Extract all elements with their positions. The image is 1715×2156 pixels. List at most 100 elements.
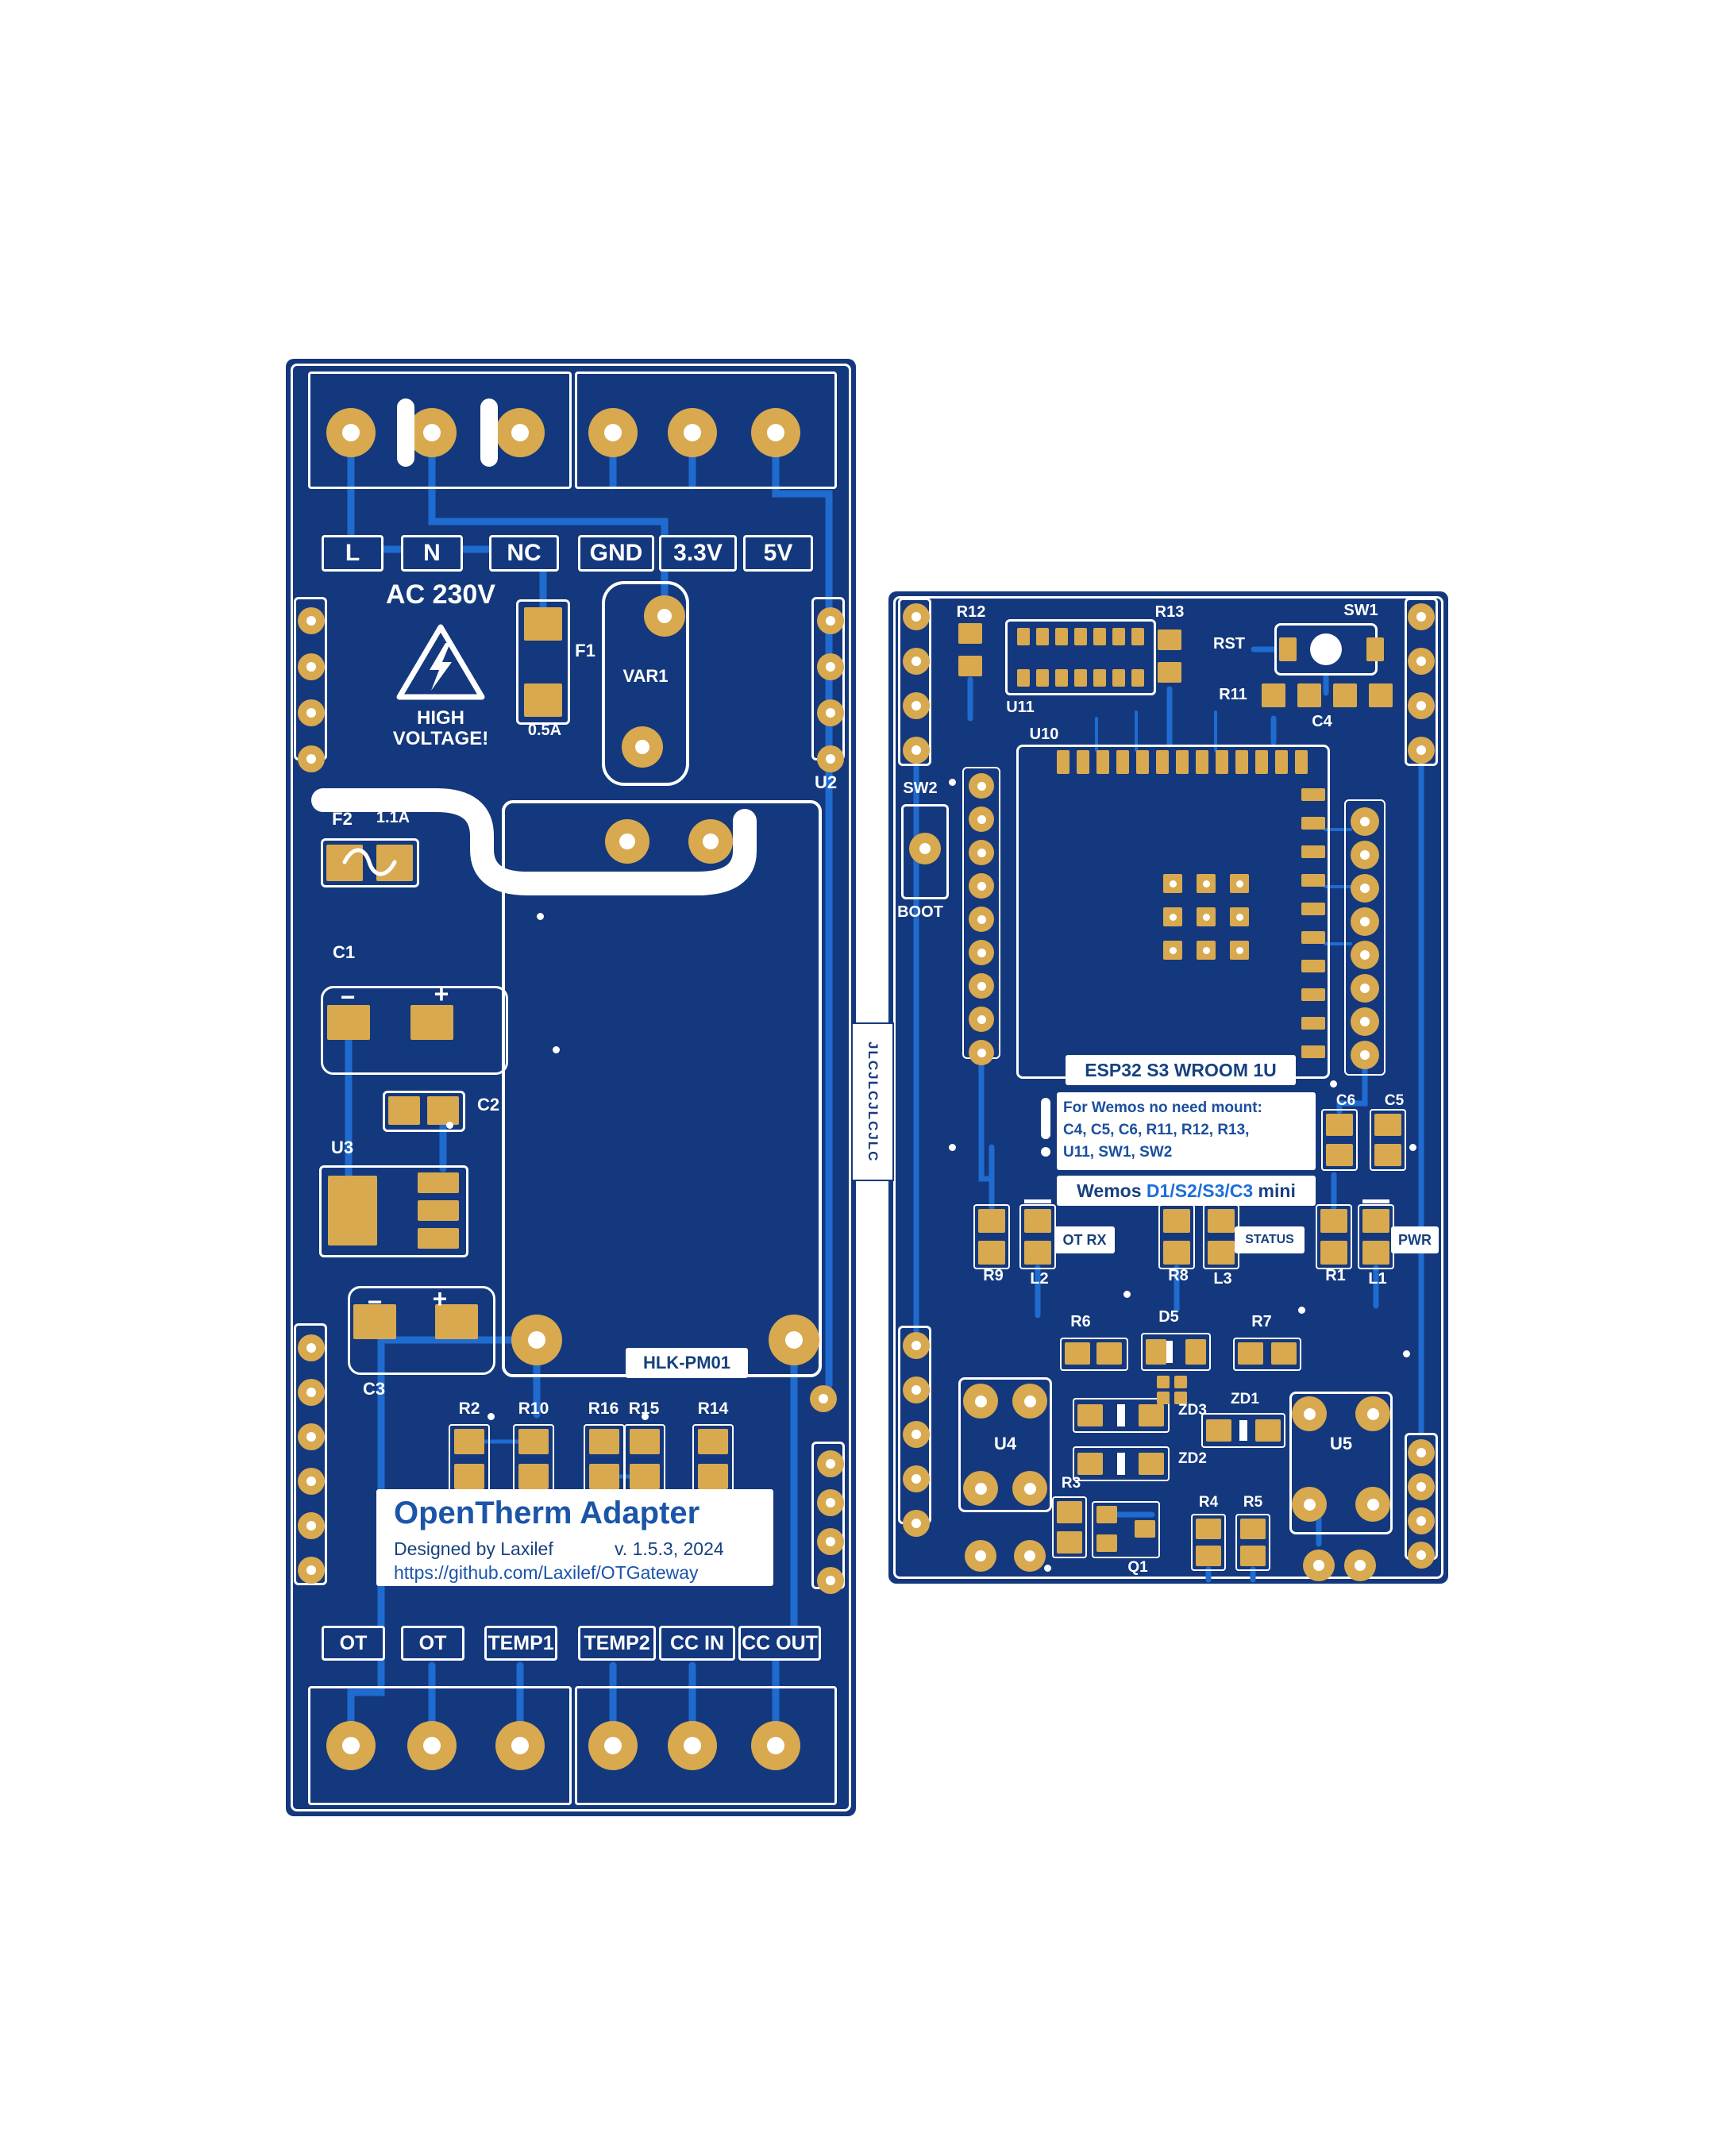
silkscreen-outline bbox=[308, 372, 572, 489]
smd-pad bbox=[1374, 1114, 1401, 1136]
smd-pad bbox=[427, 1096, 459, 1125]
smd-pad bbox=[1176, 750, 1189, 774]
via bbox=[949, 779, 956, 786]
through-hole-pad bbox=[969, 1040, 994, 1065]
smd-pad bbox=[524, 683, 562, 717]
through-hole-pad bbox=[407, 1721, 457, 1770]
ref-sw1: SW1 bbox=[1343, 602, 1378, 619]
through-hole-pad bbox=[298, 607, 325, 634]
rail-label-5v: 5V bbox=[743, 535, 813, 572]
led-label-text: OT RX bbox=[1062, 1231, 1107, 1248]
through-hole-pad bbox=[903, 648, 930, 675]
ref-r10: R10 bbox=[518, 1399, 549, 1418]
ac-voltage-label: AC 230V bbox=[386, 579, 495, 610]
hlk-module-label-text: HLK-PM01 bbox=[642, 1353, 730, 1373]
through-hole-pad bbox=[1408, 1542, 1435, 1569]
smd-pad bbox=[328, 1176, 377, 1245]
ref-r12: R12 bbox=[956, 603, 986, 621]
high-voltage-icon bbox=[396, 624, 485, 700]
boot-label: BOOT bbox=[897, 903, 943, 921]
smd-pad bbox=[1057, 1531, 1082, 1553]
ref-r16: R16 bbox=[588, 1399, 619, 1418]
mcu-board-pcb: R12 R13 RST SW1 R11 C4 U11 U10 SW2 BOOT … bbox=[888, 591, 1448, 1584]
rail-label-text: 3.3V bbox=[673, 540, 723, 566]
led-label-text: PWR bbox=[1398, 1231, 1432, 1248]
ref-d5: D5 bbox=[1158, 1308, 1179, 1326]
smd-pad bbox=[1255, 750, 1268, 774]
through-hole-pad bbox=[1012, 1471, 1047, 1506]
terminal-label-nc: NC bbox=[489, 535, 559, 572]
silkscreen-outline bbox=[1233, 1338, 1301, 1371]
silkscreen-outline bbox=[516, 599, 570, 725]
smd-pad bbox=[1139, 1404, 1164, 1426]
smd-pad bbox=[1096, 1342, 1122, 1365]
silkscreen-outline bbox=[602, 581, 689, 786]
smd-pad bbox=[1301, 903, 1325, 915]
silkscreen-outline bbox=[1073, 1398, 1170, 1433]
smd-pad bbox=[518, 1464, 549, 1489]
silkscreen-outline bbox=[348, 1286, 495, 1375]
note-line-1: For Wemos no need mount: bbox=[1063, 1099, 1262, 1116]
through-hole-pad bbox=[326, 1721, 376, 1770]
smd-pad bbox=[1174, 1392, 1187, 1404]
smd-pad bbox=[1240, 1519, 1266, 1539]
via bbox=[1236, 880, 1243, 887]
smd-pad bbox=[1112, 628, 1125, 645]
smd-pad bbox=[1017, 669, 1030, 687]
smd-pad bbox=[1057, 1501, 1082, 1523]
note-line-3: U11, SW1, SW2 bbox=[1063, 1144, 1173, 1161]
through-hole-pad bbox=[810, 1385, 837, 1412]
board-slot bbox=[480, 398, 498, 467]
smd-pad bbox=[1301, 874, 1325, 887]
smd-pad bbox=[1024, 1209, 1051, 1233]
smd-pad bbox=[1074, 628, 1087, 645]
ref-zd2: ZD2 bbox=[1178, 1450, 1207, 1467]
rail-label-text: 5V bbox=[763, 540, 793, 566]
silkscreen-outline bbox=[1052, 1496, 1087, 1558]
rst-label: RST bbox=[1213, 635, 1245, 653]
board-byline: Designed by Laxilef bbox=[394, 1538, 553, 1559]
through-hole-pad bbox=[751, 1721, 800, 1770]
f2-rating: 1.1A bbox=[376, 809, 410, 826]
smd-pad bbox=[1055, 669, 1068, 687]
terminal-label-ccout: CC OUT bbox=[738, 1626, 821, 1661]
silkscreen-outline bbox=[1073, 1446, 1170, 1481]
smd-pad bbox=[1135, 1520, 1155, 1538]
through-hole-pad bbox=[903, 1376, 930, 1403]
through-hole-pad bbox=[1303, 1550, 1335, 1581]
through-hole-pad bbox=[1292, 1396, 1327, 1431]
silkscreen-outline bbox=[502, 800, 822, 1377]
silkscreen-outline bbox=[901, 804, 949, 899]
diode-bar bbox=[1239, 1420, 1247, 1441]
smd-pad bbox=[1301, 845, 1325, 858]
silkscreen-outline bbox=[1201, 1413, 1285, 1448]
smd-pad bbox=[1055, 628, 1068, 645]
through-hole-pad bbox=[1292, 1487, 1327, 1522]
ref-r9: R9 bbox=[983, 1267, 1004, 1284]
rail-label-3v3: 3.3V bbox=[659, 535, 737, 572]
smd-pad bbox=[1301, 960, 1325, 972]
fuse-symbol-icon bbox=[342, 848, 397, 876]
ref-r3: R3 bbox=[1061, 1475, 1081, 1492]
smd-pad bbox=[1235, 750, 1248, 774]
ref-r8: R8 bbox=[1168, 1267, 1189, 1284]
ref-c3: C3 bbox=[362, 1379, 386, 1399]
smd-pad bbox=[1362, 1241, 1389, 1265]
power-board-pcb: L N NC GND 3.3V 5V AC 230V HIGH VOLTAGE!… bbox=[286, 359, 856, 1816]
through-hole-pad bbox=[969, 1007, 994, 1032]
silkscreen-outline bbox=[1005, 619, 1156, 695]
terminal-label-ccin: CC IN bbox=[659, 1626, 735, 1661]
through-hole-pad bbox=[965, 1540, 996, 1572]
ref-r1: R1 bbox=[1325, 1267, 1346, 1284]
smd-pad bbox=[1065, 1342, 1090, 1365]
ref-c6: C6 bbox=[1335, 1092, 1356, 1109]
through-hole-pad bbox=[1351, 874, 1379, 903]
smd-pad bbox=[524, 607, 562, 641]
via bbox=[446, 1122, 453, 1129]
ref-r6: R6 bbox=[1070, 1313, 1091, 1330]
through-hole-pad bbox=[495, 408, 545, 457]
ref-l1: L1 bbox=[1368, 1270, 1387, 1288]
smd-pad bbox=[698, 1464, 728, 1489]
ref-zd1: ZD1 bbox=[1231, 1391, 1259, 1407]
terminal-label-temp2: TEMP2 bbox=[578, 1626, 656, 1661]
